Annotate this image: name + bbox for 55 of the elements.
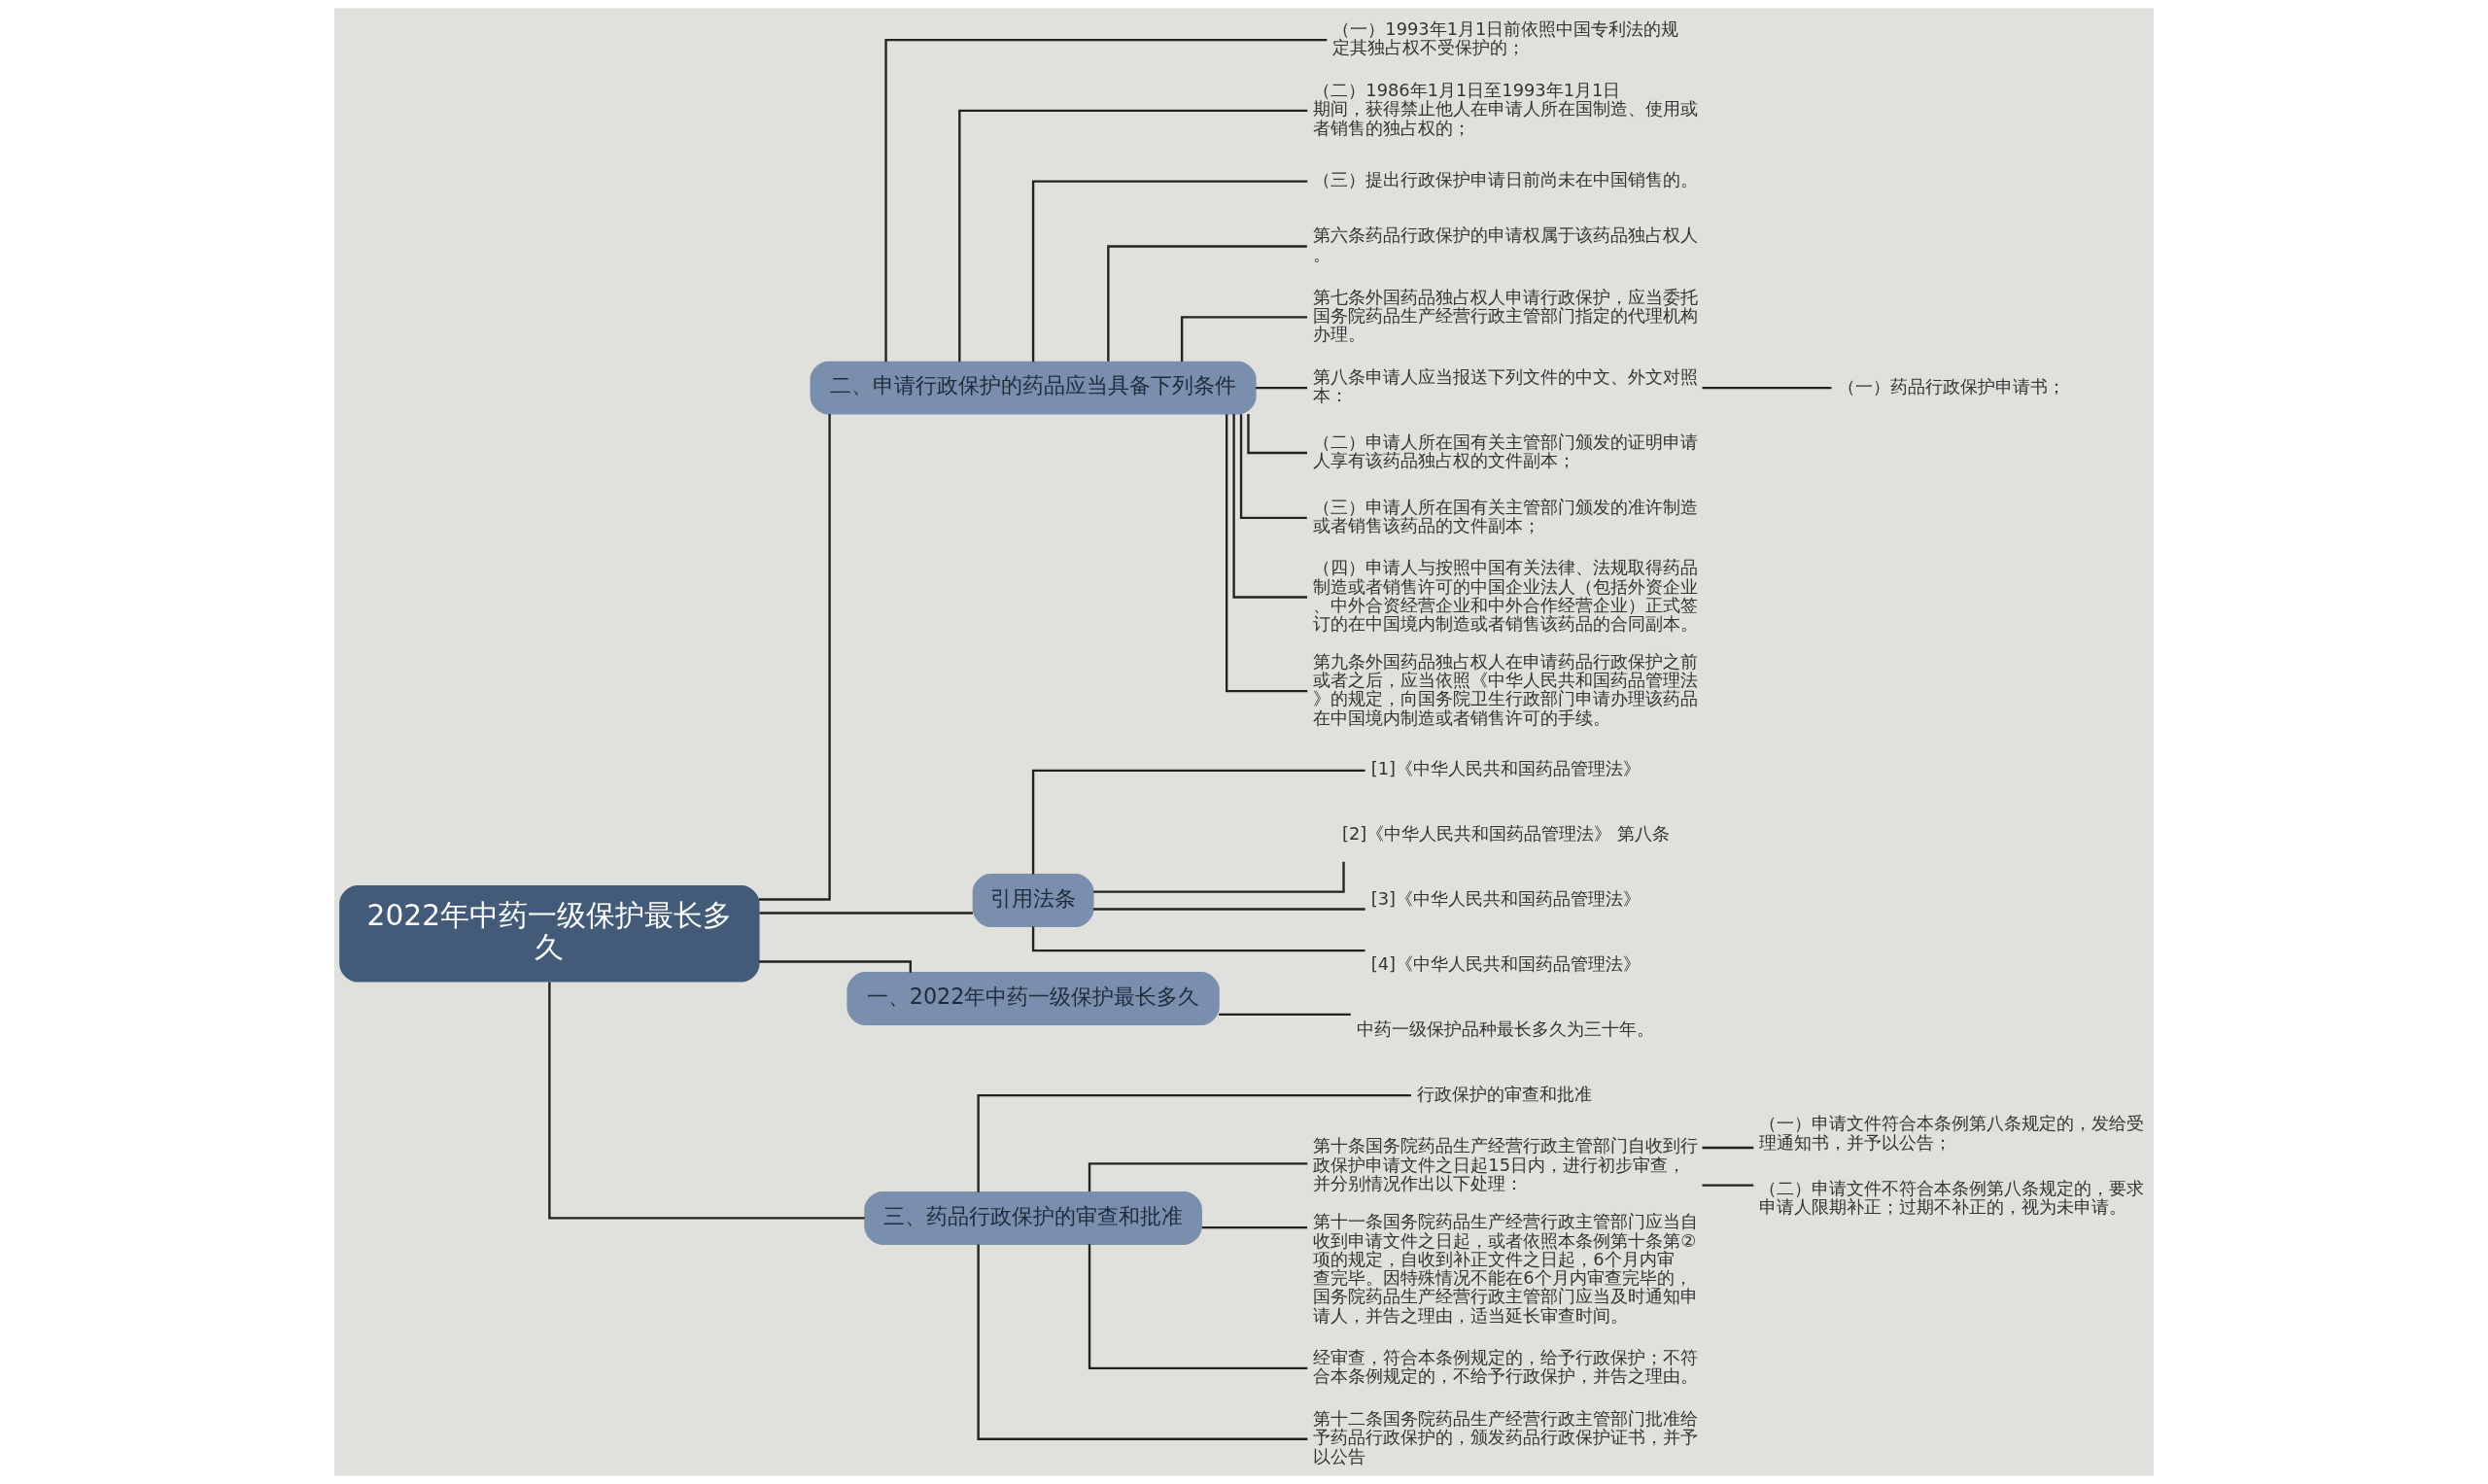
connector (1093, 861, 1345, 893)
node-text: （四）申请人与按照中国有关法律、法规取得药品制造或者销售许可的中国企业法人（包括外资企业、中外合资经营企业和中外合作经营企业）正式签订的在中国境内制造或者销售该药品的合同副本。 (1313, 557, 1699, 635)
node-text: [2]《中华人民共和国药品管理法》 第八条 (1342, 823, 1670, 845)
connector (1702, 1146, 1754, 1150)
node-box: 2022年中药一级保护最长多久 (339, 884, 760, 983)
node-box: 一、2022年中药一级保护最长多久 (847, 972, 1220, 1026)
node-text: （二）1986年1月1日至1993年1月1日期间，获得禁止他人在申请人所在国制造、使用或者销售的独占权的； (1313, 80, 1699, 138)
node-text: （三）提出行政保护申请日前尚未在中国销售的。 (1313, 169, 1699, 190)
node-text: （一）1993年1月1日前依照中国专利法的规定其独占权不受保护的； (1332, 18, 1679, 58)
connector (1088, 1244, 1308, 1370)
connector (1247, 413, 1307, 455)
connector (759, 912, 973, 915)
node-box: 二、申请行政保护的药品应当具备下列条件 (810, 361, 1257, 415)
node-text: 第十二条国务院药品生产经营行政主管部门批准给予药品行政保护的，颁发药品行政保护证书，并予以公告 (1313, 1408, 1699, 1467)
connector (1702, 1184, 1754, 1187)
connector (758, 960, 912, 973)
connector (1031, 180, 1308, 362)
node-box: 三、药品行政保护的审查和批准 (864, 1191, 1202, 1245)
node-text: 行政保护的审查和批准 (1417, 1083, 1593, 1104)
node-text: 第十条国务院药品生产经营行政主管部门自收到行政保护申请文件之日起15日内，进行初步审查，并分别情况作出以下处理： (1313, 1135, 1699, 1193)
node-text: [3]《中华人民共和国药品管理法》 (1370, 888, 1641, 910)
connector (1107, 245, 1307, 362)
connector (1031, 769, 1365, 875)
node-text: （二）申请人所在国有关主管部门颁发的证明申请人享有该药品独占权的文件副本； (1313, 431, 1699, 471)
connector (1180, 316, 1307, 362)
connector (977, 1244, 1308, 1440)
node-box: 引用法条 (972, 874, 1094, 928)
node-text: 第七条外国药品独占权人申请行政保护，应当委托国务院药品生产经营行政主管部门指定的代理机构办理。 (1313, 286, 1699, 345)
connector (1226, 414, 1308, 693)
node-text: （二）申请文件不符合本条例第八条规定的，要求申请人限期补正；过期不补正的，视为未申请。 (1759, 1178, 2145, 1218)
node-text: 第十一条国务院药品生产经营行政主管部门应当自收到申请文件之日起，或者依照本条例第十条第② 项的规定，自收到补正文件之日起，6个月内审查完毕。因特殊情况不能在6个月内审查完毕的，国务院药品生产经营行政主管部门应当及时通知申请人，并告之理由，适当延长审查时间。 (1313, 1211, 1699, 1326)
connector (1031, 926, 1365, 952)
node-text: 第六条药品行政保护的申请权属于该药品独占权人。 (1313, 224, 1699, 264)
node-text: 第九条外国药品独占权人在申请药品行政保护之前或者之后，应当依照《中华人民共和国药品管理法》的规定，向国务院卫生行政部门申请办理该药品在中国境内制造或者销售许可的手续。 (1313, 650, 1699, 728)
connector (1702, 386, 1832, 390)
connector (1088, 1162, 1308, 1192)
node-text: （三）申请人所在国有关主管部门颁发的准许制造或者销售该药品的文件副本； (1313, 496, 1699, 536)
node-text: [1]《中华人民共和国药品管理法》 (1370, 758, 1641, 779)
node-text: [4]《中华人民共和国药品管理法》 (1370, 953, 1641, 975)
connector (884, 38, 1328, 362)
connector (1201, 1225, 1308, 1229)
node-text: （一）申请文件符合本条例第八条规定的，发给受理通知书，并予以公告； (1759, 1113, 2145, 1153)
connector (1219, 1013, 1351, 1017)
connector (1232, 414, 1307, 599)
connector (958, 109, 1308, 362)
connector (977, 1093, 1411, 1192)
connector (1093, 908, 1365, 911)
connector (1239, 414, 1307, 520)
connector (548, 982, 865, 1220)
node-text: 中药一级保护品种最长多久为三十年。 (1356, 1018, 1654, 1039)
node-text: （一）药品行政保护申请书； (1837, 375, 2065, 397)
connector (758, 413, 831, 901)
node-text: 经审查，符合本条例规定的，给予行政保护；不符合本条例规定的，不给予行政保护，并告之理由。 (1313, 1346, 1699, 1387)
connector (1256, 386, 1308, 390)
node-text: 第八条申请人应当报送下列文件的中文、外文对照本： (1313, 366, 1699, 406)
